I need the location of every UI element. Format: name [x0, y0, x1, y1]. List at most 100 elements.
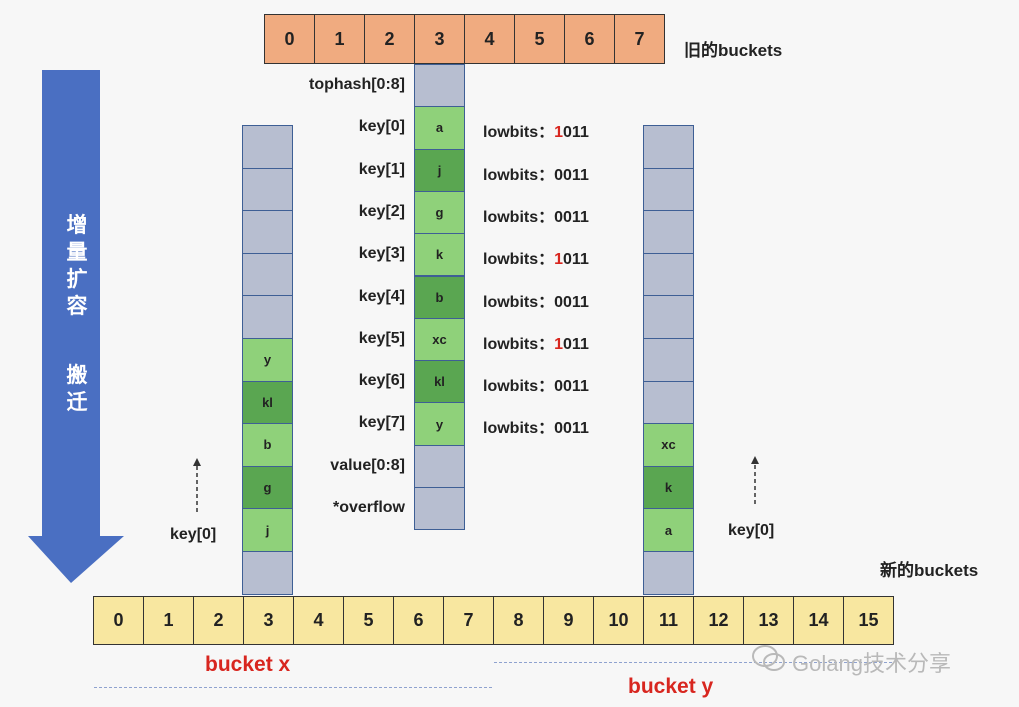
new-bucket-cell: 10: [593, 596, 644, 645]
lowbits-label: lowbits：0011: [483, 203, 589, 227]
lowbits-label: lowbits：0011: [483, 372, 589, 396]
bucket-x-slot: y: [242, 338, 293, 382]
lowbits-rest: 011: [563, 378, 589, 396]
new-bucket-cell: 3: [243, 596, 294, 645]
new-bucket-cell: 15: [843, 596, 894, 645]
old-bucket-field-label: key[2]: [358, 202, 405, 220]
bucket-y-slot: [643, 125, 694, 169]
lowbits-label: lowbits：0011: [483, 288, 589, 312]
bucket-x-slot: [242, 295, 293, 339]
old-buckets-label: 旧的buckets: [684, 41, 783, 60]
lowbits-prefix: lowbits：: [483, 293, 555, 311]
old-bucket-slot: b: [414, 275, 465, 319]
new-bucket-cell: 8: [493, 596, 544, 645]
bucket-x-label: bucket x: [205, 653, 291, 676]
new-bucket-cell: 9: [543, 596, 594, 645]
new-bucket-cell: 12: [693, 596, 744, 645]
lowbits-label: lowbits：1011: [483, 118, 589, 142]
lowbits-high-bit: 1: [554, 251, 564, 269]
bucket-y-slot: [643, 551, 694, 595]
old-bucket-cell: 0: [264, 14, 315, 64]
new-bucket-cell: 6: [393, 596, 444, 645]
lowbits-prefix: lowbits：: [483, 251, 555, 269]
lowbits-prefix: lowbits：: [483, 335, 555, 353]
lowbits-label: lowbits：1011: [483, 245, 589, 269]
bucket-x-slot: g: [242, 465, 293, 510]
lowbits-label: lowbits：0011: [483, 161, 589, 185]
bucket-y-slot: [643, 295, 694, 339]
old-bucket-slot: y: [414, 402, 465, 446]
lowbits-high-bit: 0: [554, 378, 564, 396]
old-bucket-slot: k: [414, 233, 465, 277]
new-bucket-cell: 2: [193, 596, 244, 645]
old-bucket-field-label: value[0:8]: [330, 456, 405, 474]
old-bucket-slot: xc: [414, 317, 465, 362]
old-bucket-cell: 3: [414, 14, 465, 64]
new-bucket-cell: 7: [443, 596, 494, 645]
lowbits-high-bit: 0: [554, 420, 564, 438]
old-bucket-slot: j: [414, 148, 465, 192]
old-bucket-slot: [414, 487, 465, 531]
bucket-y-slot: a: [643, 508, 694, 552]
bucket-x-slot: [242, 551, 293, 595]
old-bucket-slot: [414, 64, 465, 108]
old-bucket-slot: a: [414, 106, 465, 150]
old-bucket-cell: 7: [614, 14, 665, 64]
lowbits-rest: 011: [563, 251, 589, 269]
old-bucket-field-label: *overflow: [332, 499, 405, 516]
bucket-y-slot: [643, 252, 694, 297]
old-bucket-field-label: key[7]: [358, 414, 405, 432]
bucket-y-slot: [643, 338, 694, 382]
bucket-x-slot: [242, 210, 293, 254]
bucket-y-slot: [643, 380, 694, 425]
old-bucket-slot: g: [414, 190, 465, 235]
bucket-x-key-label: key[0]: [170, 526, 217, 543]
new-bucket-cell: 11: [643, 596, 694, 645]
bucket-y-range-line: [494, 662, 892, 663]
arrow-up-icon: [193, 458, 201, 512]
lowbits-rest: 011: [563, 335, 589, 353]
lowbits-high-bit: 0: [554, 293, 564, 311]
bucket-y-slot: [643, 167, 694, 212]
lowbits-high-bit: 1: [554, 335, 564, 353]
lowbits-high-bit: 1: [554, 124, 564, 142]
new-bucket-cell: 5: [343, 596, 394, 645]
bucket-y-slot: k: [643, 465, 694, 510]
bucket-y-slot: [643, 210, 694, 254]
old-bucket-slot: kl: [414, 360, 465, 404]
old-bucket-field-label: key[4]: [358, 287, 405, 305]
wechat-icon: [752, 645, 785, 671]
old-bucket-field-label: key[1]: [358, 160, 405, 178]
lowbits-prefix: lowbits：: [483, 208, 555, 226]
old-bucket-field-label: tophash[0:8]: [309, 76, 405, 93]
bucket-x-range-line: [94, 687, 492, 688]
old-bucket-field-label: key[0]: [358, 118, 405, 136]
bucket-x-slot: kl: [242, 380, 293, 425]
old-bucket-slot: [414, 444, 465, 488]
old-bucket-cell: 6: [564, 14, 615, 64]
lowbits-rest: 011: [563, 420, 589, 438]
lowbits-rest: 011: [563, 166, 589, 184]
lowbits-prefix: lowbits：: [483, 420, 555, 438]
new-buckets-label: 新的buckets: [880, 561, 979, 580]
lowbits-label: lowbits：1011: [483, 330, 589, 354]
arrow-text-migrate: 搬 迁: [66, 364, 88, 414]
lowbits-prefix: lowbits：: [483, 378, 555, 396]
bucket-x-slot: [242, 252, 293, 297]
bucket-x-slot: b: [242, 423, 293, 467]
arrow-text-expand: 增 量 扩 容: [66, 214, 88, 318]
bucket-y-slot: xc: [643, 423, 694, 467]
bucket-x-slot: j: [242, 508, 293, 552]
lowbits-prefix: lowbits：: [483, 124, 555, 142]
old-bucket-cell: 5: [514, 14, 565, 64]
incremental-migration-arrow-icon: [28, 70, 124, 583]
bucket-x-slot: [242, 167, 293, 212]
bucket-y-key-label: key[0]: [728, 522, 775, 539]
old-bucket-cell: 1: [314, 14, 365, 64]
lowbits-rest: 011: [563, 208, 589, 226]
new-bucket-cell: 0: [93, 596, 144, 645]
old-bucket-field-label: key[3]: [358, 245, 405, 263]
old-bucket-cell: 2: [364, 14, 415, 64]
bucket-x-slot: [242, 125, 293, 169]
old-bucket-field-label: key[6]: [358, 372, 405, 390]
